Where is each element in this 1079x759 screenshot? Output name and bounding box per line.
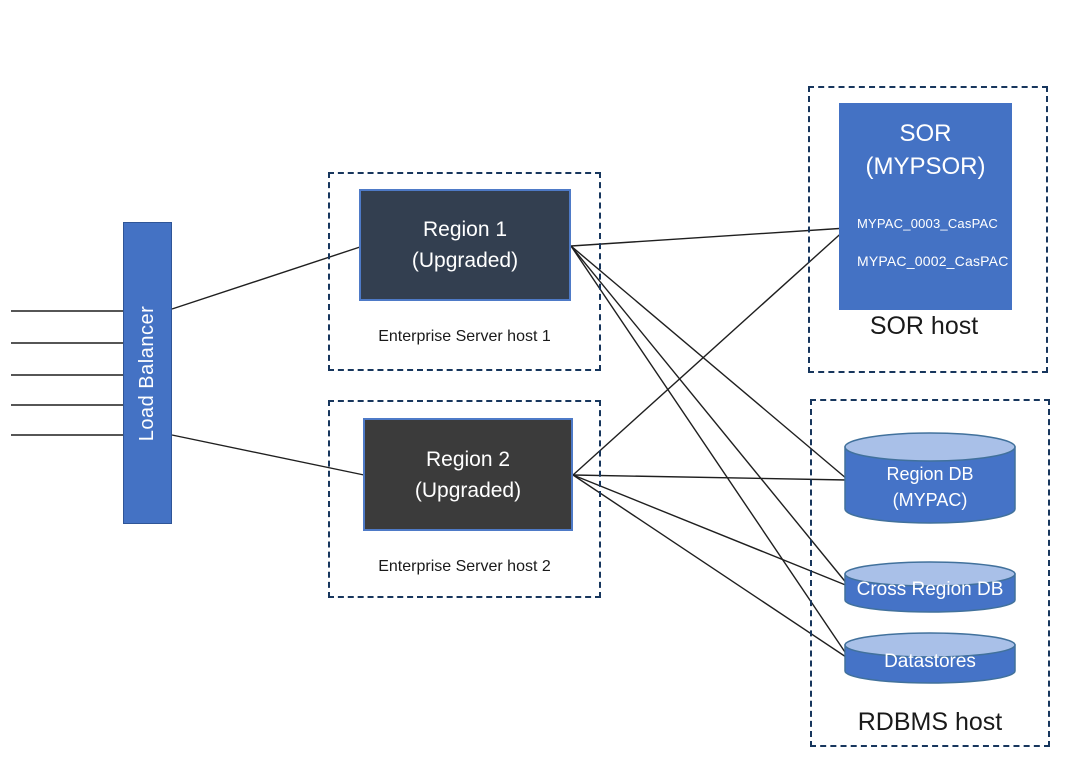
rdbms-host-box: [810, 399, 1050, 747]
region-2-label-line2: (Upgraded): [414, 478, 522, 502]
cross-region-db-label: Cross Region DB: [856, 579, 1004, 600]
connector-region1-datastores: [570, 245, 850, 659]
load-balancer-box: Load Balancer: [123, 222, 172, 524]
enterprise-server-host-2-label: Enterprise Server host 2: [378, 558, 551, 575]
connector-region2-datastores: [572, 474, 850, 660]
cross-region-db-cylinder: [844, 561, 1016, 613]
region-db-label-line1: Region DB: [886, 464, 974, 484]
region-1-box: Region 1 (Upgraded): [359, 189, 571, 301]
region-db-label-line2: (MYPAC): [892, 490, 968, 510]
region-2-box: Region 2 (Upgraded): [363, 418, 573, 531]
region-db-label: Region DB (MYPAC): [845, 461, 1015, 513]
sor-host-label: SOR host: [869, 312, 979, 340]
sor-title-line2: (MYPSOR): [865, 153, 986, 180]
connector-region1-sor: [570, 227, 848, 247]
datastores-label: Datastores: [884, 651, 976, 672]
region-1-label-line1: Region 1: [422, 218, 508, 241]
load-balancer-label: Load Balancer: [136, 305, 159, 441]
sor-box: SOR (MYPSOR) MYPAC_0003_CasPAC MYPAC_000…: [839, 103, 1012, 310]
connector-region2-crossdb: [572, 474, 849, 587]
connector-region2-sor: [572, 227, 848, 476]
sor-title-line1: SOR: [899, 120, 952, 147]
enterprise-server-host-1-box: [328, 172, 601, 371]
region-db-cylinder: [844, 432, 1016, 524]
region-2-label-line1: Region 2: [425, 447, 511, 471]
sor-host-box: [808, 86, 1048, 373]
connector-region1-regiondb: [570, 245, 848, 480]
rdbms-host-label: RDBMS host: [857, 708, 1003, 736]
connector-region2-regiondb: [572, 474, 848, 481]
datastores-cylinder: [844, 632, 1016, 684]
connector-region1-crossdb: [570, 245, 849, 586]
sor-title: SOR (MYPSOR): [839, 117, 1012, 183]
enterprise-server-host-1-label: Enterprise Server host 1: [378, 328, 551, 345]
sor-pac-entry-2: MYPAC_0002_CasPAC: [857, 253, 1009, 269]
sor-pac-entry-1: MYPAC_0003_CasPAC: [857, 216, 998, 231]
enterprise-server-host-2-box: [328, 400, 601, 598]
connector-lb-region2: [171, 434, 365, 476]
region-1-label-line2: (Upgraded): [411, 249, 519, 272]
